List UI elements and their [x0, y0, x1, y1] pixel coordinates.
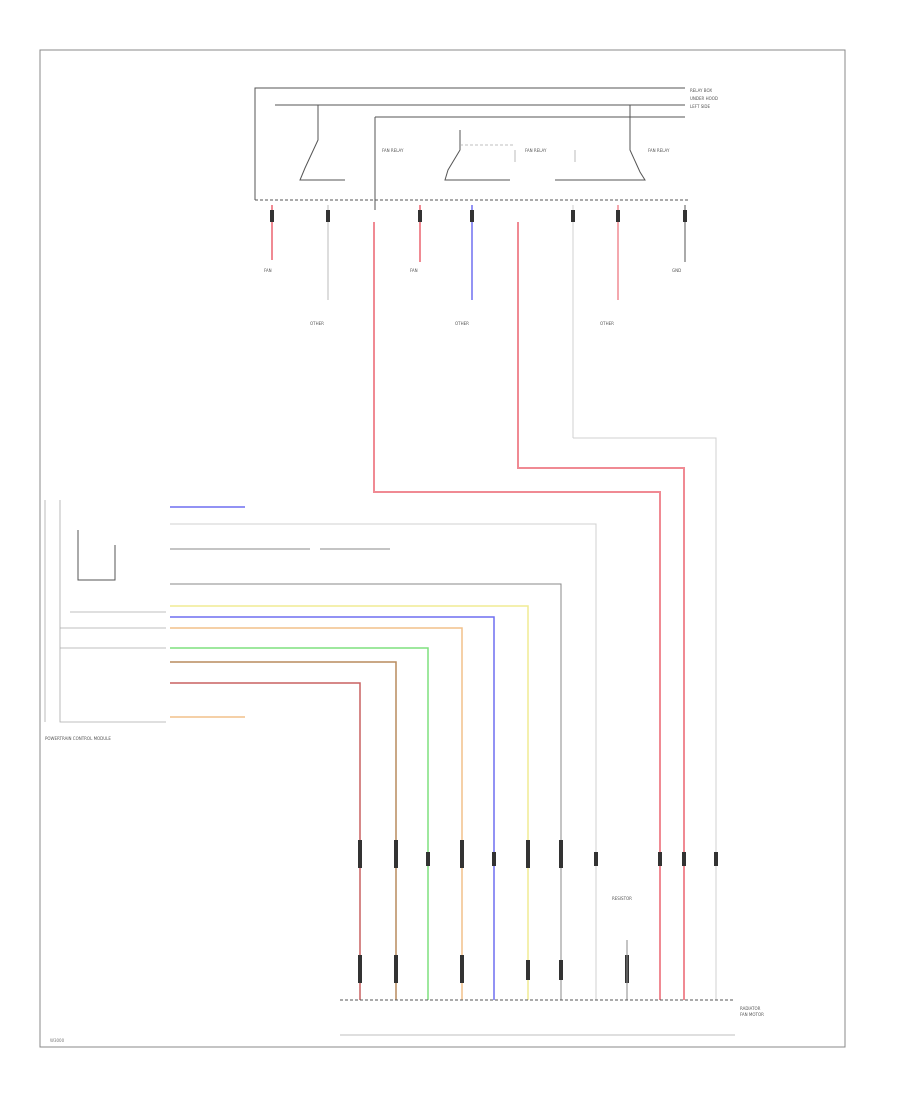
relay-box: RELAY BOX UNDER HOOD LEFT SIDE FAN RELAY…	[254, 87, 718, 210]
svg-text:LEFT SIDE: LEFT SIDE	[690, 104, 711, 109]
svg-text:UNDER HOOD: UNDER HOOD	[690, 96, 718, 101]
svg-text:RESISTOR: RESISTOR	[612, 896, 632, 901]
svg-text:FAN RELAY: FAN RELAY	[382, 148, 404, 153]
relay-box-outputs: FAN FAN GND OTHER OTHER OTHER	[264, 205, 687, 438]
svg-text:RADIATOR: RADIATOR	[740, 1006, 761, 1011]
svg-text:OTHER: OTHER	[600, 321, 614, 326]
svg-text:OTHER: OTHER	[455, 321, 469, 326]
svg-text:FAN RELAY: FAN RELAY	[525, 148, 547, 153]
svg-text:POWERTRAIN CONTROL MODULE: POWERTRAIN CONTROL MODULE	[45, 736, 111, 741]
svg-text:RELAY BOX: RELAY BOX	[690, 88, 712, 93]
svg-text:OTHER: OTHER	[310, 321, 324, 326]
inline-connectors: RESISTOR	[358, 840, 718, 1000]
control-module: POWERTRAIN CONTROL MODULE	[44, 500, 166, 741]
svg-text:GND: GND	[672, 268, 681, 273]
footer-code: W3000	[50, 1038, 65, 1043]
diagram-border	[39, 49, 846, 1048]
svg-text:FAN MOTOR: FAN MOTOR	[740, 1012, 764, 1017]
svg-text:FAN RELAY: FAN RELAY	[648, 148, 670, 153]
bottom-connector: RADIATOR FAN MOTOR	[340, 999, 764, 1036]
svg-text:FAN: FAN	[410, 268, 418, 273]
main-feeds	[373, 222, 717, 1000]
svg-text:FAN: FAN	[264, 268, 272, 273]
harness-lines	[170, 506, 597, 1000]
